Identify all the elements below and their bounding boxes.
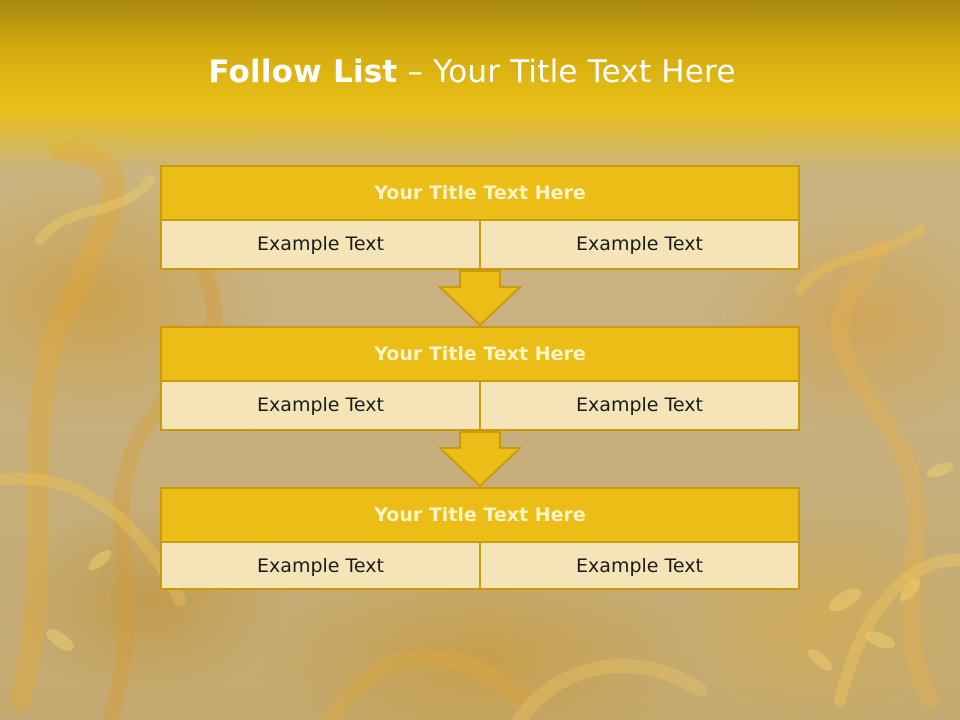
block-row: Example Text Example Text	[160, 382, 800, 431]
block-title: Your Title Text Here	[160, 326, 800, 382]
block-row: Example Text Example Text	[160, 221, 800, 270]
slide-title: Follow List– Your Title Text Here	[0, 54, 944, 90]
list-block-2: Your Title Text Here Example Text Exampl…	[160, 326, 800, 431]
down-arrow-icon	[438, 431, 522, 487]
down-arrow-icon	[438, 270, 522, 326]
title-band	[0, 0, 960, 170]
list-block-3: Your Title Text Here Example Text Exampl…	[160, 487, 800, 590]
block-title: Your Title Text Here	[160, 165, 800, 221]
block-row: Example Text Example Text	[160, 543, 800, 590]
slide-title-rest: – Your Title Text Here	[407, 54, 736, 90]
list-block-1: Your Title Text Here Example Text Exampl…	[160, 165, 800, 270]
block-cell-right: Example Text	[481, 382, 800, 431]
slide-title-bold: Follow List	[208, 54, 398, 90]
block-cell-right: Example Text	[481, 543, 800, 590]
block-cell-left: Example Text	[160, 543, 481, 590]
block-cell-left: Example Text	[160, 382, 481, 431]
block-cell-left: Example Text	[160, 221, 481, 270]
block-cell-right: Example Text	[481, 221, 800, 270]
block-title: Your Title Text Here	[160, 487, 800, 543]
